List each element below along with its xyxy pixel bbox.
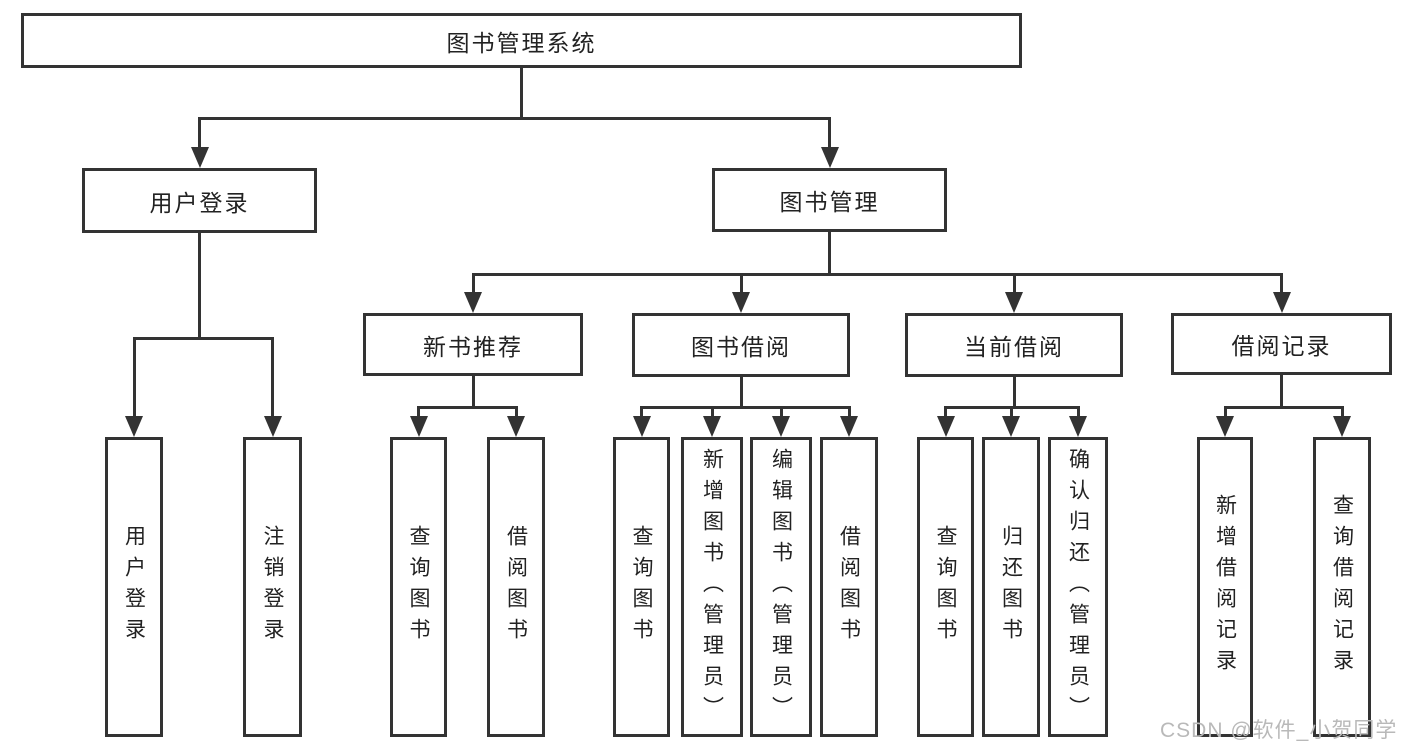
- node-current-borrow-label: 当前借阅: [964, 334, 1064, 360]
- connector-rail: [471, 273, 1283, 276]
- connector-arrow-shaft: [514, 408, 518, 417]
- leaf-add-borrow-record: 新增借阅记录: [1197, 437, 1253, 737]
- leaf-query-borrow-record: 查询借阅记录: [1313, 437, 1371, 737]
- arrow-down-icon: [936, 416, 955, 437]
- connector-arrow-shaft: [1340, 408, 1344, 417]
- leaf-query-books-borrow: 查询图书: [613, 437, 670, 737]
- leaf-add-books-admin-label: 新增图书（管理员）: [700, 447, 724, 727]
- arrow-down-icon: [732, 292, 750, 313]
- node-borrow-records-label: 借阅记录: [1231, 333, 1332, 359]
- connector-rail: [640, 406, 851, 409]
- connector-stem: [828, 232, 831, 276]
- arrow-down-icon: [1272, 292, 1291, 313]
- arrow-down-icon: [1216, 416, 1234, 437]
- leaf-query-borrow-record-label: 查询借阅记录: [1330, 494, 1354, 680]
- node-new-book-recommend: 新书推荐: [363, 313, 583, 376]
- node-book-borrow: 图书借阅: [632, 313, 850, 377]
- arrow-down-icon: [820, 147, 839, 168]
- node-book-borrow-label: 图书借阅: [691, 334, 791, 360]
- leaf-confirm-return-admin-label: 确认归还（管理员）: [1066, 447, 1090, 727]
- leaf-confirm-return-admin: 确认归还（管理员）: [1048, 437, 1108, 737]
- node-new-book-recommend-label: 新书推荐: [423, 333, 523, 360]
- connector-arrow-shaft: [132, 339, 136, 417]
- arrow-down-icon: [772, 416, 790, 437]
- connector-arrow-shaft: [1280, 275, 1283, 293]
- connector-stem: [739, 377, 743, 409]
- leaf-query-books-recommend: 查询图书: [390, 437, 447, 737]
- connector-stem: [1280, 375, 1283, 409]
- connector-arrow-shaft: [1076, 408, 1080, 417]
- connector-rail: [944, 406, 1080, 409]
- leaf-add-borrow-record-label: 新增借阅记录: [1213, 494, 1237, 680]
- arrow-down-icon: [263, 416, 282, 437]
- leaf-user-login-label: 用户登录: [122, 525, 146, 649]
- leaf-user-login: 用户登录: [105, 437, 163, 737]
- arrow-down-icon: [464, 292, 482, 313]
- connector-arrow-shaft: [417, 408, 420, 417]
- arrow-down-icon: [190, 147, 209, 168]
- leaf-borrow-books-recommend-label: 借阅图书: [504, 525, 528, 649]
- connector-arrow-shaft: [847, 408, 851, 417]
- arrow-down-icon: [125, 416, 143, 437]
- node-book-management: 图书管理: [712, 168, 947, 232]
- node-current-borrow: 当前借阅: [905, 313, 1123, 377]
- node-user-login-label: 用户登录: [149, 189, 250, 216]
- connector-rail: [1223, 406, 1344, 409]
- leaf-edit-books-admin: 编辑图书（管理员）: [750, 437, 812, 737]
- leaf-edit-books-admin-label: 编辑图书（管理员）: [769, 447, 793, 727]
- connector-arrow-shaft: [944, 408, 947, 417]
- arrow-down-icon: [1333, 416, 1351, 437]
- connector-arrow-shaft: [1009, 408, 1013, 417]
- connector-rail: [198, 117, 831, 120]
- connector-arrow-shaft: [198, 119, 201, 148]
- connector-arrow-shaft: [640, 408, 643, 417]
- connector-arrow-shaft: [828, 119, 831, 148]
- arrow-down-icon: [507, 416, 525, 437]
- connector-rail: [417, 406, 518, 409]
- leaf-borrow-books-recommend: 借阅图书: [487, 437, 545, 737]
- leaf-query-books-borrow-label: 查询图书: [630, 525, 653, 649]
- connector-stem: [198, 233, 201, 340]
- connector-stem: [520, 68, 523, 120]
- leaf-borrow-books: 借阅图书: [820, 437, 878, 737]
- connector-rail: [132, 337, 274, 340]
- node-library-system: 图书管理系统: [21, 13, 1022, 68]
- node-book-management-label: 图书管理: [779, 189, 880, 215]
- arrow-down-icon: [840, 416, 858, 437]
- arrow-down-icon: [409, 416, 428, 437]
- leaf-return-books: 归还图书: [982, 437, 1040, 737]
- connector-arrow-shaft: [710, 408, 714, 417]
- arrow-down-icon: [1069, 416, 1087, 437]
- connector-arrow-shaft: [271, 339, 274, 417]
- arrow-down-icon: [1005, 292, 1023, 313]
- node-library-system-label: 图书管理系统: [446, 29, 597, 56]
- leaf-query-books-current-label: 查询图书: [934, 525, 957, 649]
- leaf-return-books-label: 归还图书: [999, 525, 1023, 649]
- connector-stem: [471, 376, 475, 409]
- leaf-logout: 注销登录: [243, 437, 302, 737]
- watermark: CSDN @软件_小贺同学: [1160, 719, 1398, 742]
- leaf-borrow-books-label: 借阅图书: [837, 525, 861, 649]
- arrow-down-icon: [1002, 416, 1020, 437]
- connector-arrow-shaft: [1012, 275, 1016, 293]
- connector-arrow-shaft: [739, 275, 743, 293]
- arrow-down-icon: [632, 416, 651, 437]
- connector-arrow-shaft: [471, 275, 475, 293]
- leaf-query-books-recommend-label: 查询图书: [407, 525, 430, 649]
- connector-arrow-shaft: [779, 408, 783, 417]
- leaf-query-books-current: 查询图书: [917, 437, 974, 737]
- node-borrow-records: 借阅记录: [1171, 313, 1392, 375]
- leaf-logout-label: 注销登录: [261, 525, 284, 649]
- arrow-down-icon: [703, 416, 721, 437]
- connector-arrow-shaft: [1223, 408, 1227, 417]
- node-user-login: 用户登录: [82, 168, 317, 233]
- leaf-add-books-admin: 新增图书（管理员）: [681, 437, 743, 737]
- connector-stem: [1012, 377, 1016, 409]
